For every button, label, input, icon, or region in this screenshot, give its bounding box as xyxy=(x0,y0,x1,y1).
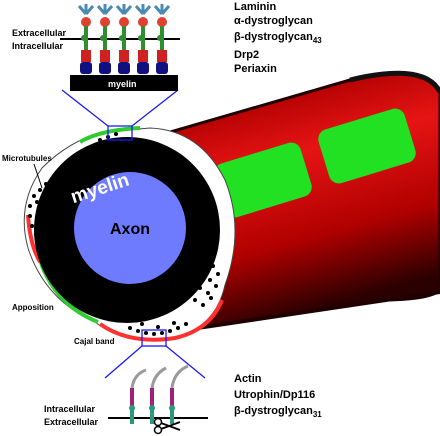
complex-5 xyxy=(153,4,171,74)
zoom-connectors xyxy=(61,89,206,379)
scissors-icon xyxy=(153,417,181,435)
actin-label: Actin xyxy=(234,373,262,385)
intracellular-bottom-label: Intracellular xyxy=(44,404,96,414)
bottom-inset: Intracellular Extracellular Actin Utroph… xyxy=(44,364,322,435)
beta-dystroglycan-43-label: β-dystroglycan43 xyxy=(234,31,322,45)
axon xyxy=(74,172,186,284)
microtubules-label: Microtubules xyxy=(2,154,52,163)
microtubule-dots-bottom xyxy=(128,321,188,336)
complex-3 xyxy=(115,4,133,74)
cajal-rim-left xyxy=(26,214,42,264)
beta-dystroglycan-43-subscript: 43 xyxy=(313,36,322,45)
cross-section: myelin Axon xyxy=(23,126,236,342)
complex-4 xyxy=(134,4,152,74)
tube-end-cap xyxy=(349,70,440,94)
node-green-left xyxy=(214,142,312,218)
extracellular-top-label: Extracellular xyxy=(12,28,67,38)
beta-dystroglycan-31-subscript: 31 xyxy=(313,410,322,419)
beta-dystroglycan-31-label: β-dystroglycan31 xyxy=(234,405,322,419)
zoom-box-bottom xyxy=(141,329,167,347)
apposition-label: Apposition xyxy=(12,303,54,312)
node-green-right xyxy=(318,108,416,184)
beta-dystroglycan-31-name: β-dystroglycan xyxy=(234,405,313,417)
zoom-box-top xyxy=(107,125,133,141)
alpha-dystroglycan-label: α-dystroglycan xyxy=(234,15,313,27)
microtubule-dots-right xyxy=(193,264,220,307)
periaxin-label: Periaxin xyxy=(234,63,277,75)
extracellular-bottom-label: Extracellular xyxy=(44,417,99,427)
side-labels: Microtubules Apposition Cajal band xyxy=(2,154,115,346)
apposition-rim-top xyxy=(78,126,141,144)
utrophin-complex-2 xyxy=(149,366,167,424)
complex-2 xyxy=(96,4,114,74)
utrophin-complex-1 xyxy=(129,368,147,424)
axon-label: Axon xyxy=(110,221,150,238)
microtubule-dots-left xyxy=(28,182,48,236)
top-inset: myelin xyxy=(12,1,322,91)
beta-dystroglycan-43-name: β-dystroglycan xyxy=(234,31,313,43)
utrophin-complex-3 xyxy=(169,364,189,424)
laminin-label: Laminin xyxy=(234,1,276,13)
microtubule-dots-top xyxy=(93,132,118,148)
myelin-bar-label: myelin xyxy=(108,79,137,89)
utrophin-label: Utrophin/Dp116 xyxy=(234,389,315,401)
cajal-band-label: Cajal band xyxy=(74,337,115,346)
cajal-rim-bottom xyxy=(98,299,224,342)
drp2-label: Drp2 xyxy=(234,49,259,61)
myelin-bar xyxy=(70,75,178,91)
intracellular-top-label: Intracellular xyxy=(12,41,64,51)
complex-1 xyxy=(77,4,95,74)
